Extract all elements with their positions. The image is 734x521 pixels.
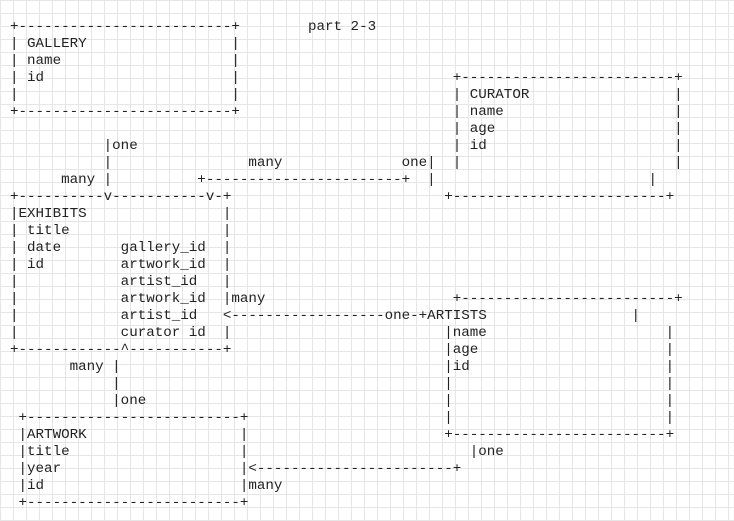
diagram-line: | title | <box>10 223 232 239</box>
diagram-line: | artist_id <------------------one-+ARTI… <box>10 308 641 324</box>
diagram-line: | | | CURATOR | <box>10 87 683 103</box>
diagram-line: | GALLERY | <box>10 36 240 52</box>
diagram-line: |one | id | <box>10 138 683 154</box>
diagram-line: +------------^-----------+ |age | <box>10 342 675 358</box>
diagram-line: |one | | <box>10 393 675 409</box>
diagram-line: | date gallery_id | <box>10 240 232 256</box>
diagram-line: | curator id | |name | <box>10 325 675 341</box>
er-diagram: +-------------------------+ part 2-3| GA… <box>10 19 683 512</box>
diagram-line: +-------------------------+ part 2-3 <box>10 19 377 35</box>
diagram-line: |title | |one <box>10 444 504 460</box>
diagram-line: | | | <box>10 376 675 392</box>
diagram-line: +----------v-----------v-+ +------------… <box>10 189 675 205</box>
diagram-line: +-------------------------+ | name | <box>10 104 683 120</box>
diagram-line: many | |id | <box>10 359 675 375</box>
diagram-line: | artwork_id |many +--------------------… <box>10 291 683 307</box>
diagram-line: |EXHIBITS | <box>10 206 232 222</box>
diagram-line: | artist_id | <box>10 274 232 290</box>
diagram-line: many | +-----------------------+ | | <box>10 172 658 188</box>
diagram-line: | name | <box>10 53 240 69</box>
diagram-line: | age | <box>10 121 683 137</box>
diagram-line: +-------------------------+ <box>10 495 249 511</box>
diagram-line: | id | +-------------------------+ <box>10 70 683 86</box>
diagram-line: | id artwork_id | <box>10 257 232 273</box>
diagram-line: | many one| | | <box>10 155 683 171</box>
diagram-line: |ARTWORK | +-------------------------+ <box>10 427 675 443</box>
diagram-line: |year |<-----------------------+ <box>10 461 462 477</box>
diagram-line: +-------------------------+ | | <box>10 410 675 426</box>
diagram-line: |id |many <box>10 478 283 494</box>
